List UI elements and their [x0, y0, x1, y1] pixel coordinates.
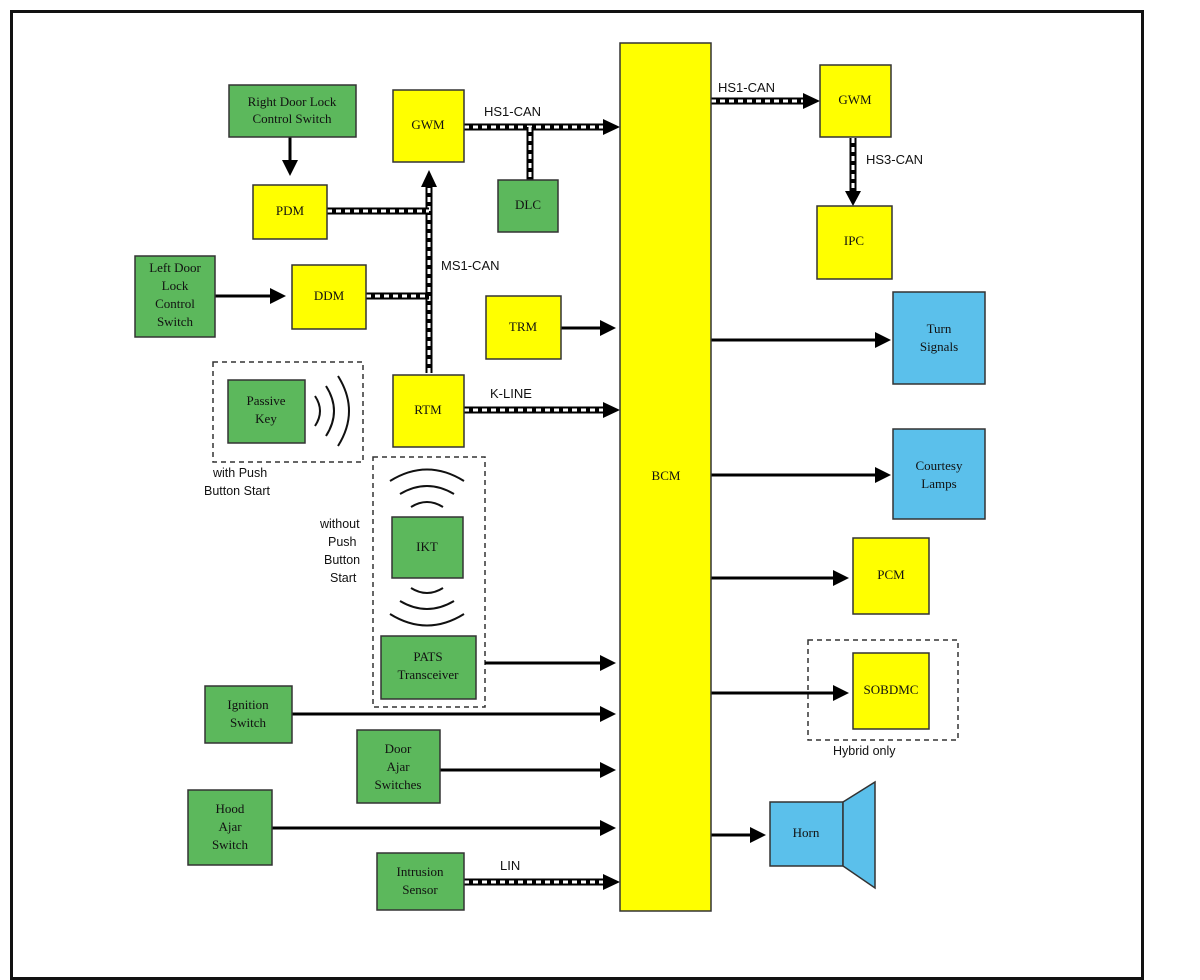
hood-ajar-switch	[187, 789, 273, 866]
lin-label: LIN	[500, 858, 520, 873]
left-door-switch-line4: Switch	[157, 314, 194, 329]
gwm-right-module	[819, 64, 892, 138]
door-ajar-switches	[356, 729, 441, 804]
bus-lines	[327, 97, 857, 886]
bus-arrowheads	[421, 93, 861, 890]
hs1-can-left-label: HS1-CAN	[484, 104, 541, 119]
ikt-waves-bottom-icon	[389, 587, 465, 627]
horn-body	[769, 801, 844, 867]
horn-label: Horn	[793, 825, 820, 840]
courtesy-lamps-line2: Lamps	[921, 476, 956, 491]
pdm-module	[252, 184, 328, 240]
horn: Horn	[769, 780, 876, 890]
ipc-label: IPC	[844, 233, 864, 248]
intrusion-line1: Intrusion	[397, 864, 444, 879]
passive-key-waves-icon	[314, 375, 350, 447]
ignition-line1: Ignition	[227, 697, 269, 712]
right-door-switch-line2: Control Switch	[252, 111, 332, 126]
sobdmc-module	[852, 652, 930, 730]
left-door-switch-line2: Lock	[162, 278, 189, 293]
bcm-label: BCM	[652, 468, 681, 483]
gwm-right-label: GWM	[838, 92, 872, 107]
left-door-lock-switch	[134, 255, 216, 338]
hood-ajar-line2: Ajar	[218, 819, 242, 834]
gwm-left-label: GWM	[411, 117, 445, 132]
ikt-group	[372, 456, 486, 708]
rtm-label: RTM	[414, 402, 442, 417]
ignition-switch	[204, 685, 293, 744]
sobdmc-label: SOBDMC	[864, 682, 919, 697]
gwm-left-module	[392, 89, 465, 163]
hybrid-group	[807, 639, 959, 741]
k-line-label: K-LINE	[490, 386, 532, 401]
pats-transceiver	[380, 635, 477, 700]
intrusion-line2: Sensor	[402, 882, 438, 897]
horn-bell	[842, 780, 876, 890]
ddm-module	[291, 264, 367, 330]
without-push-line2: Push	[328, 535, 357, 549]
courtesy-lamps-line1: Courtesy	[916, 458, 963, 473]
turn-signals	[892, 291, 986, 385]
hood-ajar-line1: Hood	[216, 801, 245, 816]
with-push-line1: with Push	[212, 466, 267, 480]
intrusion-sensor	[376, 852, 465, 911]
left-door-switch-line1: Left Door	[149, 260, 201, 275]
pdm-label: PDM	[276, 203, 305, 218]
without-push-line4: Start	[330, 571, 357, 585]
ddm-label: DDM	[314, 288, 345, 303]
trm-label: TRM	[509, 319, 538, 334]
courtesy-lamps	[892, 428, 986, 520]
ikt-waves-top-icon	[389, 468, 465, 508]
ignition-line2: Switch	[230, 715, 267, 730]
hs3-can-label: HS3-CAN	[866, 152, 923, 167]
ms1-can-label: MS1-CAN	[441, 258, 500, 273]
right-door-switch-line1: Right Door Lock	[248, 94, 337, 109]
pcm-module	[852, 537, 930, 615]
without-push-line1: without	[319, 517, 360, 531]
without-push-line3: Button	[324, 553, 360, 567]
door-ajar-line1: Door	[385, 741, 412, 756]
ikt-label: IKT	[416, 539, 438, 554]
dlc-connector	[497, 179, 559, 233]
ikt-key	[391, 516, 464, 579]
trm-module	[485, 295, 562, 360]
passive-key-line1: Passive	[247, 393, 286, 408]
with-push-line2: Button Start	[204, 484, 271, 498]
hood-ajar-line3: Switch	[212, 837, 249, 852]
ipc-module	[816, 205, 893, 280]
pats-line1: PATS	[413, 649, 442, 664]
passive-key-line2: Key	[255, 411, 277, 426]
right-door-lock-switch	[228, 84, 357, 138]
left-door-switch-line3: Control	[155, 296, 195, 311]
passive-key	[227, 379, 306, 444]
pats-line2: Transceiver	[398, 667, 460, 682]
rtm-module	[392, 374, 465, 448]
hybrid-only-label: Hybrid only	[833, 744, 896, 758]
bcm-module	[619, 42, 712, 912]
door-ajar-line2: Ajar	[386, 759, 410, 774]
dlc-label: DLC	[515, 197, 541, 212]
turn-signals-line1: Turn	[927, 321, 952, 336]
hs1-can-right-label: HS1-CAN	[718, 80, 775, 95]
turn-signals-line2: Signals	[920, 339, 958, 354]
signal-wires	[215, 137, 891, 843]
door-ajar-line3: Switches	[375, 777, 422, 792]
passive-key-group	[212, 361, 364, 463]
pcm-label: PCM	[877, 567, 905, 582]
